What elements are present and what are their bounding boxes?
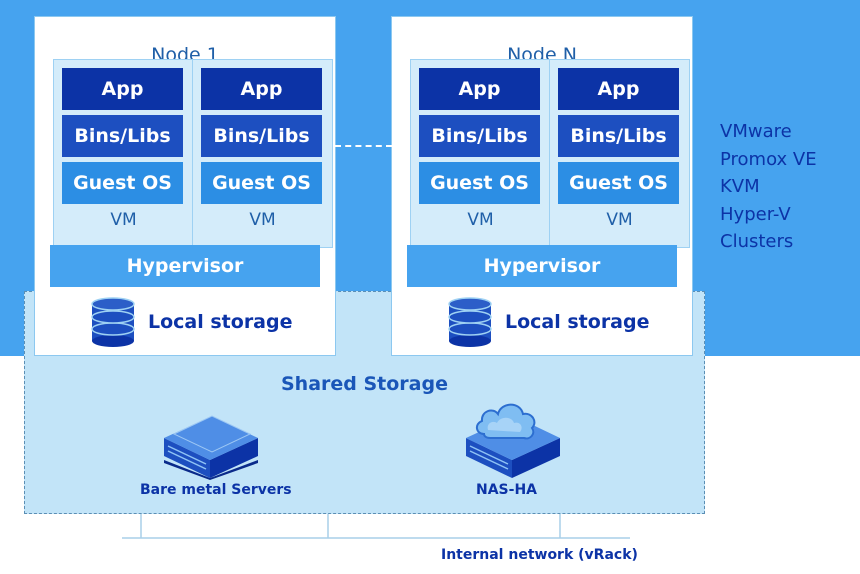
server-icon [164,415,258,480]
local-storage-label: Local storage [148,311,293,333]
guest-os-layer: Guest OS [201,162,322,204]
vm-box: App Bins/Libs Guest OS VM [410,59,551,248]
local-storage: Local storage [35,293,335,351]
nas-cloud-icon [466,403,560,478]
node-1: Node 1 App Bins/Libs Guest OS VM App Bin… [34,16,336,356]
bins-libs-layer: Bins/Libs [558,115,679,157]
hypervisor-list-item: Hyper-V [720,203,791,225]
bins-libs-layer: Bins/Libs [419,115,540,157]
database-icon [448,297,492,347]
database-icon [91,297,135,347]
hypervisor-list-item: Clusters [720,231,794,252]
hypervisor-list-item: VMware [720,121,792,142]
hypervisor-bar: Hypervisor [50,245,320,287]
vm-label: VM [606,210,633,230]
hypervisor-list-item: KVM [720,176,760,197]
local-storage-label: Local storage [505,311,650,333]
hypervisor-bar: Hypervisor [407,245,677,287]
vm-label: VM [249,210,276,230]
guest-os-layer: Guest OS [558,162,679,204]
cloud-icon [476,403,536,440]
hypervisor-list-item: Promox VE [720,148,817,170]
vm-box: App Bins/Libs Guest OS VM [53,59,194,248]
internal-network-label: Internal network (vRack) [441,547,638,563]
bins-libs-layer: Bins/Libs [201,115,322,157]
app-layer: App [558,68,679,110]
node-ellipsis-connector [335,145,392,147]
vm-label: VM [110,210,137,230]
nas-ha-label: NAS-HA [476,482,537,498]
bins-libs-layer: Bins/Libs [62,115,183,157]
app-layer: App [201,68,322,110]
local-storage: Local storage [392,293,692,351]
app-layer: App [62,68,183,110]
node-n: Node N App Bins/Libs Guest OS VM App Bin… [391,16,693,356]
bare-metal-label: Bare metal Servers [140,482,292,498]
app-layer: App [419,68,540,110]
guest-os-layer: Guest OS [62,162,183,204]
shared-storage-title: Shared Storage [280,373,448,395]
hypervisor-list: VMware Promox VE KVM Hyper-V Clusters [720,118,817,256]
vm-box: App Bins/Libs Guest OS VM [192,59,333,248]
vm-label: VM [467,210,494,230]
guest-os-layer: Guest OS [419,162,540,204]
